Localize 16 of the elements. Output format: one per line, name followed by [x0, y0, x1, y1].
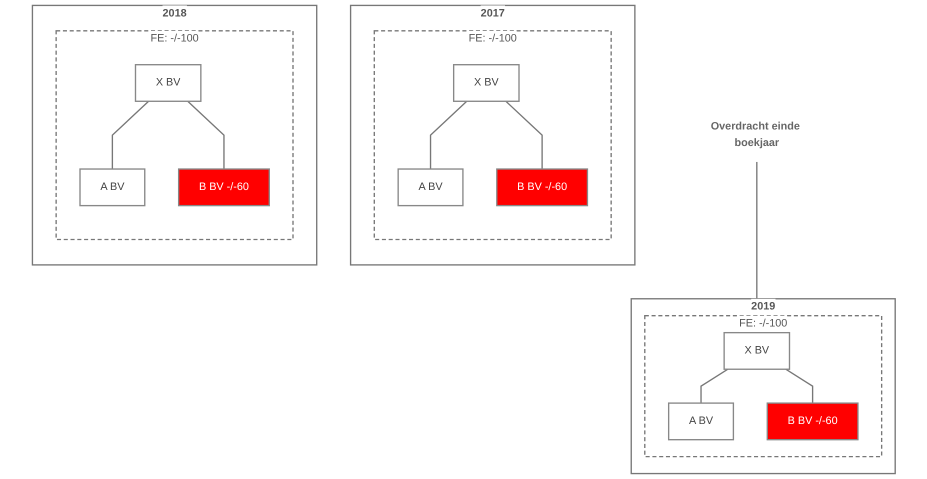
node-box: A BV — [397, 168, 464, 206]
node-box: B BV -/-60 — [766, 402, 858, 440]
node-box: A BV — [668, 402, 734, 440]
node-box: B BV -/-60 — [496, 168, 588, 206]
node-box: X BV — [723, 332, 790, 370]
node-box: A BV — [79, 168, 146, 206]
connector — [700, 368, 728, 404]
node-box: X BV — [134, 64, 202, 102]
node-box: B BV -/-60 — [178, 168, 270, 206]
connector — [430, 100, 467, 170]
connector — [111, 100, 149, 170]
connector — [505, 100, 542, 170]
connector — [785, 368, 813, 404]
node-box: X BV — [452, 64, 520, 102]
node-text: Overdracht einde boekjaar — [710, 120, 800, 149]
connector — [186, 100, 224, 170]
